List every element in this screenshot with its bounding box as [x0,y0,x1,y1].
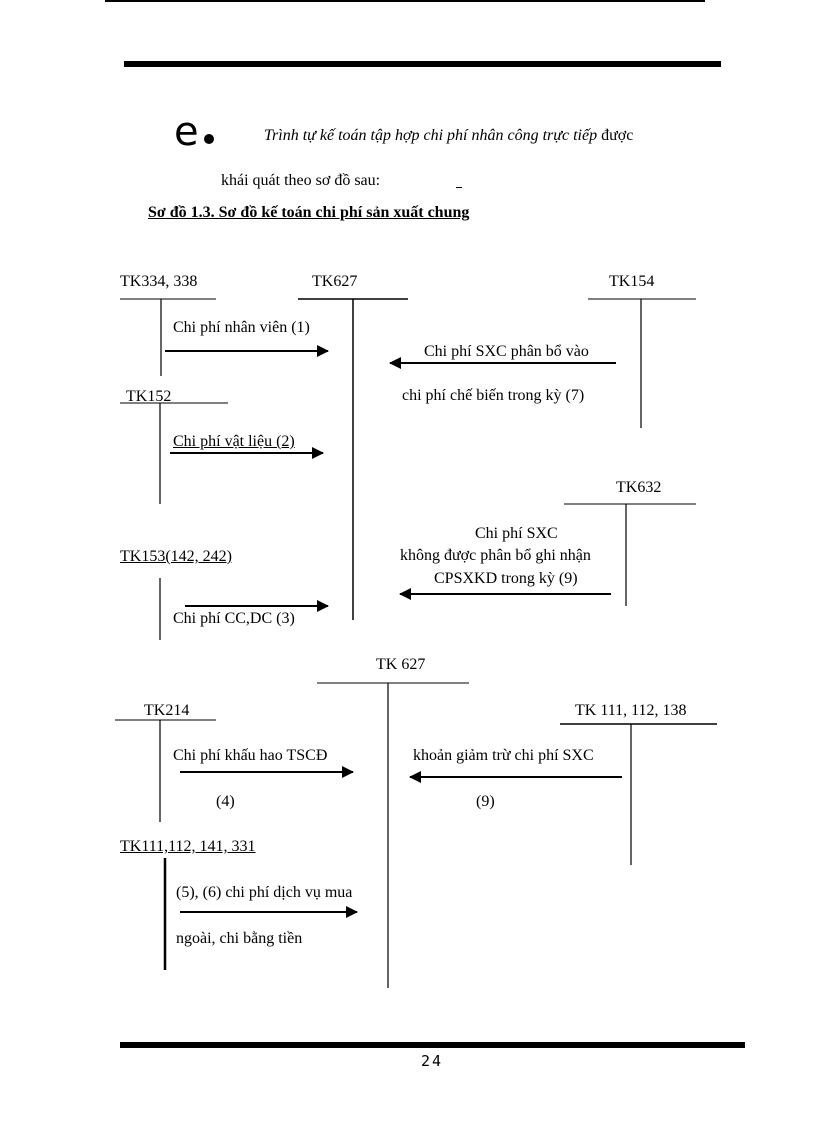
page-number: 24 [421,1052,444,1070]
label-9d: khoản giảm trừ chi phí SXC [413,747,594,764]
label-7b: chi phí chế biến trong kỳ (7) [402,387,585,404]
top-thick-rule [124,61,721,67]
intro-tail: được [601,127,634,144]
account-tk153: TK153(142, 242) [120,548,232,565]
account-tk334: TK334, 338 [120,273,198,290]
account-tk111-right: TK 111, 112, 138 [575,702,687,719]
label-4b: (4) [216,793,235,810]
bullet-letter: e [174,109,199,155]
account-tk154: TK154 [609,273,655,290]
intro-dash [456,187,462,188]
label-56b: ngoài, chi bằng tiền [176,930,303,947]
label-9e: (9) [476,793,495,810]
label-9b: không được phân bổ ghi nhận [400,547,591,564]
label-2: Chi phí vật liệu (2) [173,433,295,450]
account-tk627-top: TK627 [312,273,358,290]
label-9c: CPSXKD trong kỳ (9) [434,570,578,587]
label-3: Chi phí CC,DC (3) [173,610,295,627]
diagram-title: Sơ đồ 1.3. Sơ đồ kế toán chi phí sản xuấ… [148,204,470,221]
label-4a: Chi phí khấu hao TSCĐ [173,747,328,764]
intro-line-2: khái quát theo sơ đồ sau: [221,172,381,189]
account-tk214: TK214 [144,702,190,719]
account-tk111-left: TK111,112, 141, 331 [120,838,256,855]
account-tk627-bottom: TK 627 [376,656,426,673]
intro-italic: Trình tự kế toán tập hợp chi phí nhân cô… [264,127,598,144]
label-56a: (5), (6) chi phí dịch vụ mua [176,884,353,901]
intro-line-1: Trình tự kế toán tập hợp chi phí nhân cô… [264,127,633,145]
bottom-thick-rule [120,1042,745,1048]
label-9a: Chi phí SXC [475,525,558,542]
top-thin-rule [105,0,705,2]
label-7a: Chi phí SXC phân bổ vào [424,343,589,360]
account-tk632: TK632 [616,479,662,496]
label-1: Chi phí nhân viên (1) [173,319,310,336]
account-tk152: TK152 [126,388,172,405]
bullet-dot [204,134,214,144]
